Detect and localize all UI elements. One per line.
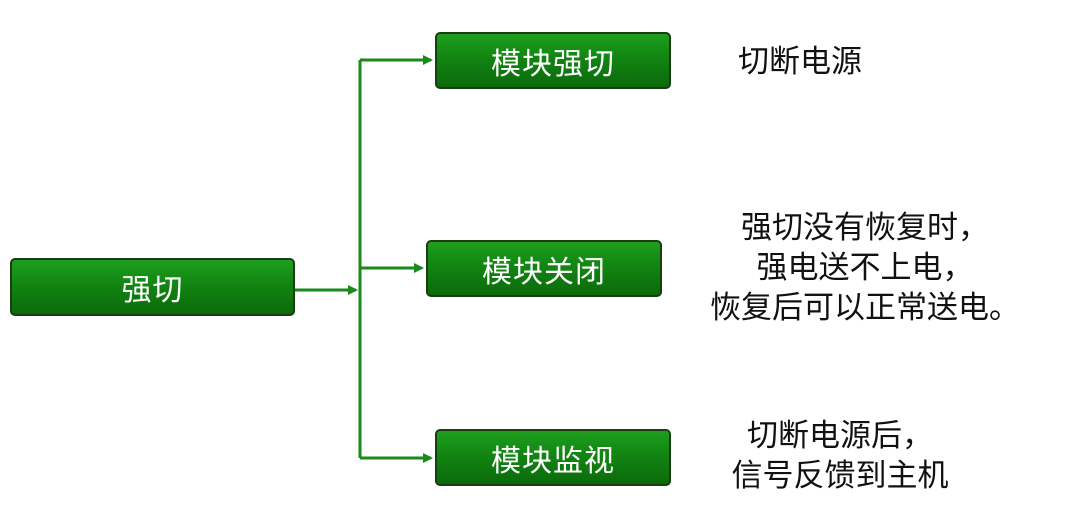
branch-node-label: 模块强切 <box>491 46 615 82</box>
description-line: 信号反馈到主机 <box>731 458 949 494</box>
description-line: 切断电源后， <box>747 418 933 454</box>
description-line: 强切没有恢复时， <box>741 210 989 246</box>
branch-description-2: 强切没有恢复时， 强电送不上电， 恢复后可以正常送电。 <box>690 208 1040 328</box>
branch-description-1: 切断电源 <box>700 42 900 82</box>
branch-node-module-monitor: 模块监视 <box>435 429 671 486</box>
root-node-forced-cut: 强切 <box>10 258 295 316</box>
branch-node-module-forced-cut: 模块强切 <box>435 32 671 89</box>
root-node-label: 强切 <box>121 273 184 308</box>
description-line: 切断电源 <box>738 44 862 80</box>
branch-description-3: 切断电源后， 信号反馈到主机 <box>700 416 980 496</box>
branch-node-label: 模块监视 <box>491 443 615 479</box>
description-line: 强电送不上电， <box>756 250 974 286</box>
branch-node-label: 模块关闭 <box>482 254 606 290</box>
branch-node-module-close: 模块关闭 <box>426 240 662 297</box>
description-line: 恢复后可以正常送电。 <box>710 290 1020 326</box>
